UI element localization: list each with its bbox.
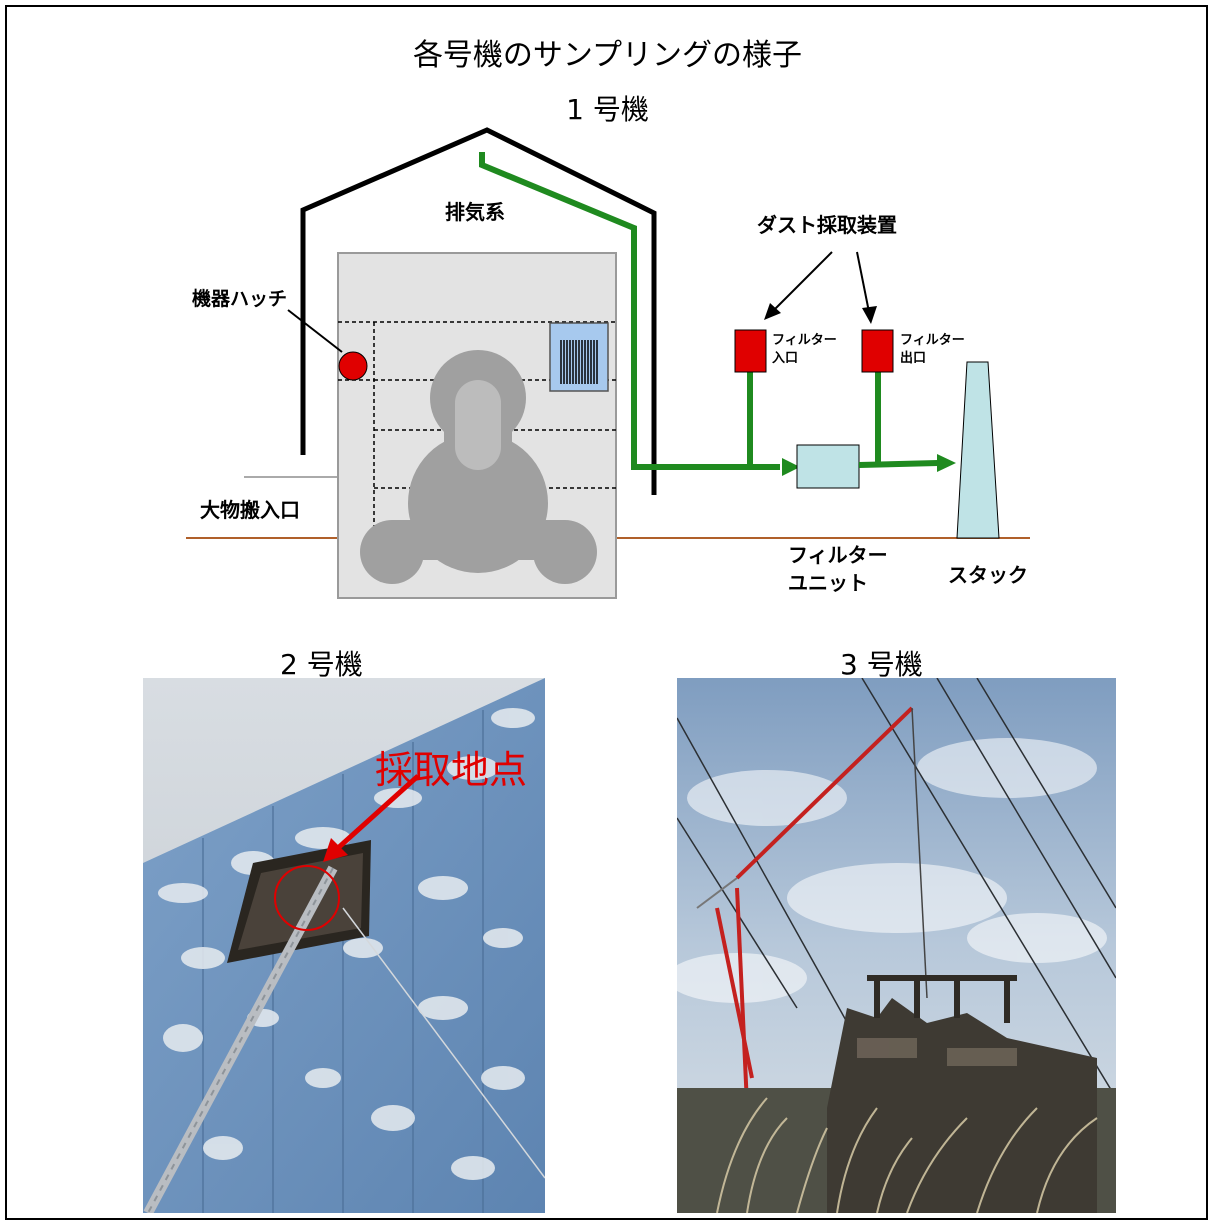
filter-unit-label-2: ユニット [788, 571, 868, 595]
filter-inlet-label-1: フィルター [772, 333, 837, 348]
unit3-photo [677, 678, 1116, 1213]
filter-unit-label-1: フィルター [788, 543, 888, 567]
building-outline [300, 127, 657, 495]
stack-label: スタック [948, 563, 1028, 587]
unit1-diagram: 排気系 ダスト採取装置 機器ハッチ フィルター 入口 フィルター 出口 大物搬入… [186, 127, 1030, 599]
unit2-heading: 2 号機 [280, 648, 363, 681]
sampler-arrowhead-1 [764, 303, 781, 320]
exhaust-pipe [479, 152, 780, 470]
filter-inlet-label-2: 入口 [772, 351, 798, 366]
outlet-pipe [858, 460, 939, 468]
large-entrance-label: 大物搬入口 [200, 498, 300, 522]
exhaust-label: 排気系 [445, 200, 505, 224]
filter-outlet-label-1: フィルター [900, 333, 965, 348]
filter-unit [796, 444, 860, 489]
sampler-arrowhead-2 [862, 306, 877, 324]
filter-inlet-sampler [734, 329, 767, 373]
dust-sampler-label: ダスト採取装置 [757, 213, 897, 237]
reactor-core [455, 380, 501, 470]
filter-outlet-label-2: 出口 [900, 350, 926, 366]
unit1-heading: 1 号機 [566, 93, 649, 126]
sampler-pointer-1 [771, 251, 833, 313]
sampler-pointer-2 [856, 251, 870, 313]
fuel-rack [560, 340, 598, 384]
page-frame [5, 5, 1208, 1220]
unit3-heading: 3 号機 [840, 648, 923, 681]
unit2-photo: 採取地点 [143, 678, 545, 1213]
equipment-hatch-marker [338, 351, 368, 381]
pipe-arrow-1 [782, 458, 800, 476]
sampling-point-label: 採取地点 [375, 748, 527, 792]
equipment-hatch-label: 機器ハッチ [192, 287, 287, 310]
stack [956, 361, 1000, 539]
hatch-pointer [287, 309, 343, 353]
filter-outlet-sampler [861, 329, 894, 373]
page-title: 各号機のサンプリングの様子 [412, 38, 803, 73]
pipe-arrow-2 [937, 454, 956, 472]
